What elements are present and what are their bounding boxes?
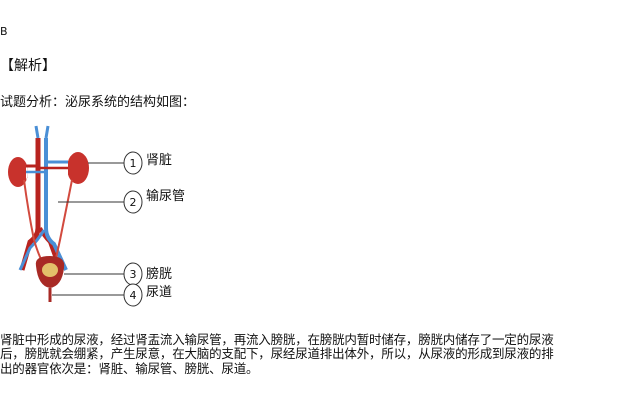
- explanation-line-3: 出的器官依次是：肾脏、输尿管、膀胱、尿道。: [0, 361, 259, 376]
- label-kidney: 肾脏: [146, 153, 172, 168]
- urinary-system-diagram: 1 2 3 4 肾脏 输尿管 膀胱 尿道: [8, 125, 185, 307]
- answer-letter: B: [0, 25, 8, 38]
- label-ureter: 输尿管: [146, 188, 185, 204]
- label-circle-2: [123, 190, 143, 214]
- vena-cava-left: [18, 229, 46, 271]
- explanation-line-2: 后，膀胱就会绷紧，产生尿意，在大脑的支配下，尿经尿道排出体外，所以，从尿液的形成…: [0, 346, 554, 361]
- label-circle-1: [123, 151, 143, 175]
- vena-cava: [44, 138, 68, 271]
- label-number-2: 2: [130, 196, 137, 209]
- left-kidney: [8, 157, 28, 187]
- label-number-4: 4: [130, 289, 137, 302]
- analysis-heading: 【解析】: [0, 58, 56, 74]
- right-kidney: [67, 152, 89, 184]
- aorta: [19, 138, 41, 271]
- intro-text: 试题分析：泌尿系统的结构如图：: [0, 95, 196, 110]
- label-circle-4: [123, 283, 143, 307]
- explanation-line-1: 肾脏中形成的尿液，经过肾盂流入输尿管，再流入膀胱，在膀胱内暂时储存，膀胱内储存了…: [0, 332, 554, 347]
- label-number-1: 1: [130, 157, 137, 170]
- label-urethra: 尿道: [146, 285, 172, 300]
- label-bladder: 膀胱: [146, 266, 172, 282]
- label-number-3: 3: [130, 268, 137, 281]
- right-ureter: [53, 179, 73, 269]
